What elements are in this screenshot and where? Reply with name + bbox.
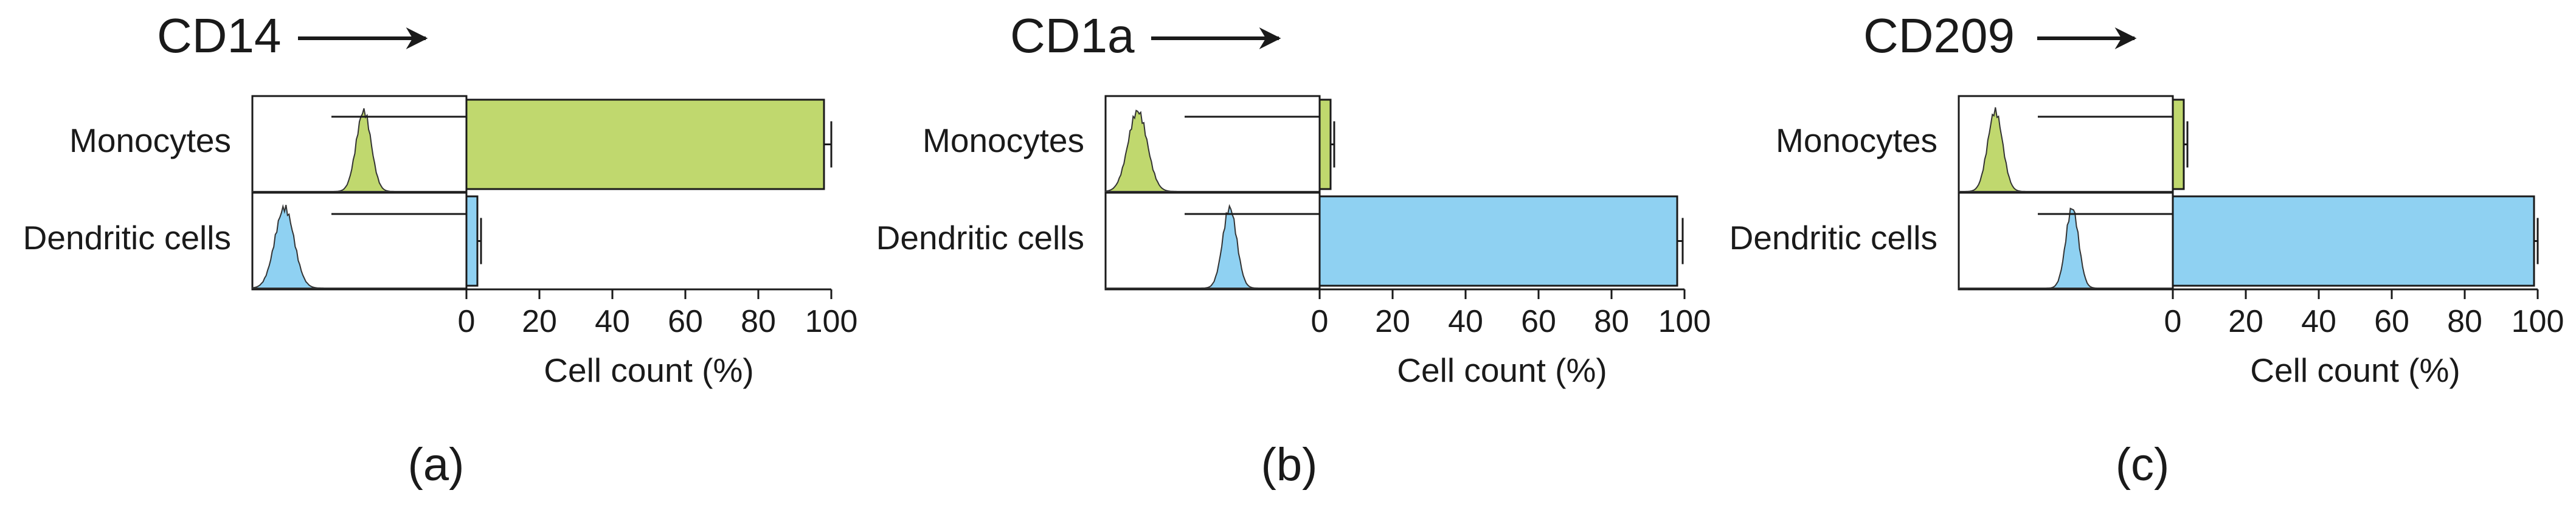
category-label-dendritic-cells: Dendritic cells xyxy=(1729,219,1937,257)
histogram-monocytes xyxy=(1105,109,1320,192)
x-tick-label: 0 xyxy=(1311,304,1329,339)
x-tick-label: 100 xyxy=(805,304,858,339)
bar-monocytes xyxy=(2172,98,2185,190)
x-tick-label: 100 xyxy=(2512,304,2564,339)
x-axis-label: Cell count (%) xyxy=(1397,351,1607,389)
bar-monocytes xyxy=(465,98,825,190)
x-tick-label: 80 xyxy=(2447,304,2482,339)
histogram-dendritic-cells xyxy=(1106,204,1320,289)
category-label-monocytes: Monocytes xyxy=(923,122,1084,159)
x-tick-label: 80 xyxy=(741,304,776,339)
x-tick-label: 0 xyxy=(2164,304,2182,339)
x-tick-label: 100 xyxy=(1658,304,1711,339)
panel-c: CD209 Monocytes Dendritic cells 0 20 40 60 8… xyxy=(1729,9,2564,491)
x-tick-label: 60 xyxy=(2374,304,2409,339)
category-label-dendritic-cells: Dendritic cells xyxy=(23,219,231,257)
x-tick-label: 60 xyxy=(1521,304,1556,339)
histogram-monocytes xyxy=(1959,107,2173,192)
panel-b: CD1a Monocytes Dendritic cells 0 20 40 60 80… xyxy=(876,9,1711,491)
x-tick-label: 40 xyxy=(1448,304,1483,339)
panel-a: CD14 Monocytes Dendritic cells 0 20 40 60 80… xyxy=(23,9,858,491)
panel-label: (c) xyxy=(2116,439,2170,491)
x-tick-label: 80 xyxy=(1594,304,1629,339)
bar-dendritic-cells xyxy=(2172,195,2535,287)
x-axis-label: Cell count (%) xyxy=(544,351,753,389)
bar-dendritic-cells xyxy=(1318,195,1678,287)
x-tick-label: 20 xyxy=(2228,304,2263,339)
panel-label: (a) xyxy=(408,439,465,491)
marker-title: CD1a xyxy=(1010,9,1135,63)
category-label-monocytes: Monocytes xyxy=(1776,122,1937,159)
x-tick-label: 40 xyxy=(2301,304,2336,339)
x-ticks: 0 20 40 60 80 100 xyxy=(1311,289,1711,339)
x-tick-label: 40 xyxy=(595,304,630,339)
histogram-dendritic-cells xyxy=(252,204,466,289)
marker-title: CD14 xyxy=(157,9,282,63)
x-tick-label: 20 xyxy=(1375,304,1410,339)
marker-title: CD209 xyxy=(1863,9,2015,63)
category-label-monocytes: Monocytes xyxy=(69,122,231,159)
bar-monocytes xyxy=(1318,98,1332,190)
histogram-dendritic-cells xyxy=(1959,207,2173,289)
panel-label: (b) xyxy=(1261,439,1318,491)
bar-dendritic-cells xyxy=(465,195,479,287)
x-ticks: 0 20 40 60 80 100 xyxy=(458,289,858,339)
x-tick-label: 0 xyxy=(458,304,476,339)
x-axis-label: Cell count (%) xyxy=(2250,351,2460,389)
histogram-monocytes xyxy=(252,108,466,192)
x-tick-label: 20 xyxy=(522,304,557,339)
x-ticks: 0 20 40 60 80 100 xyxy=(2164,289,2564,339)
category-label-dendritic-cells: Dendritic cells xyxy=(876,219,1084,257)
x-tick-label: 60 xyxy=(668,304,703,339)
